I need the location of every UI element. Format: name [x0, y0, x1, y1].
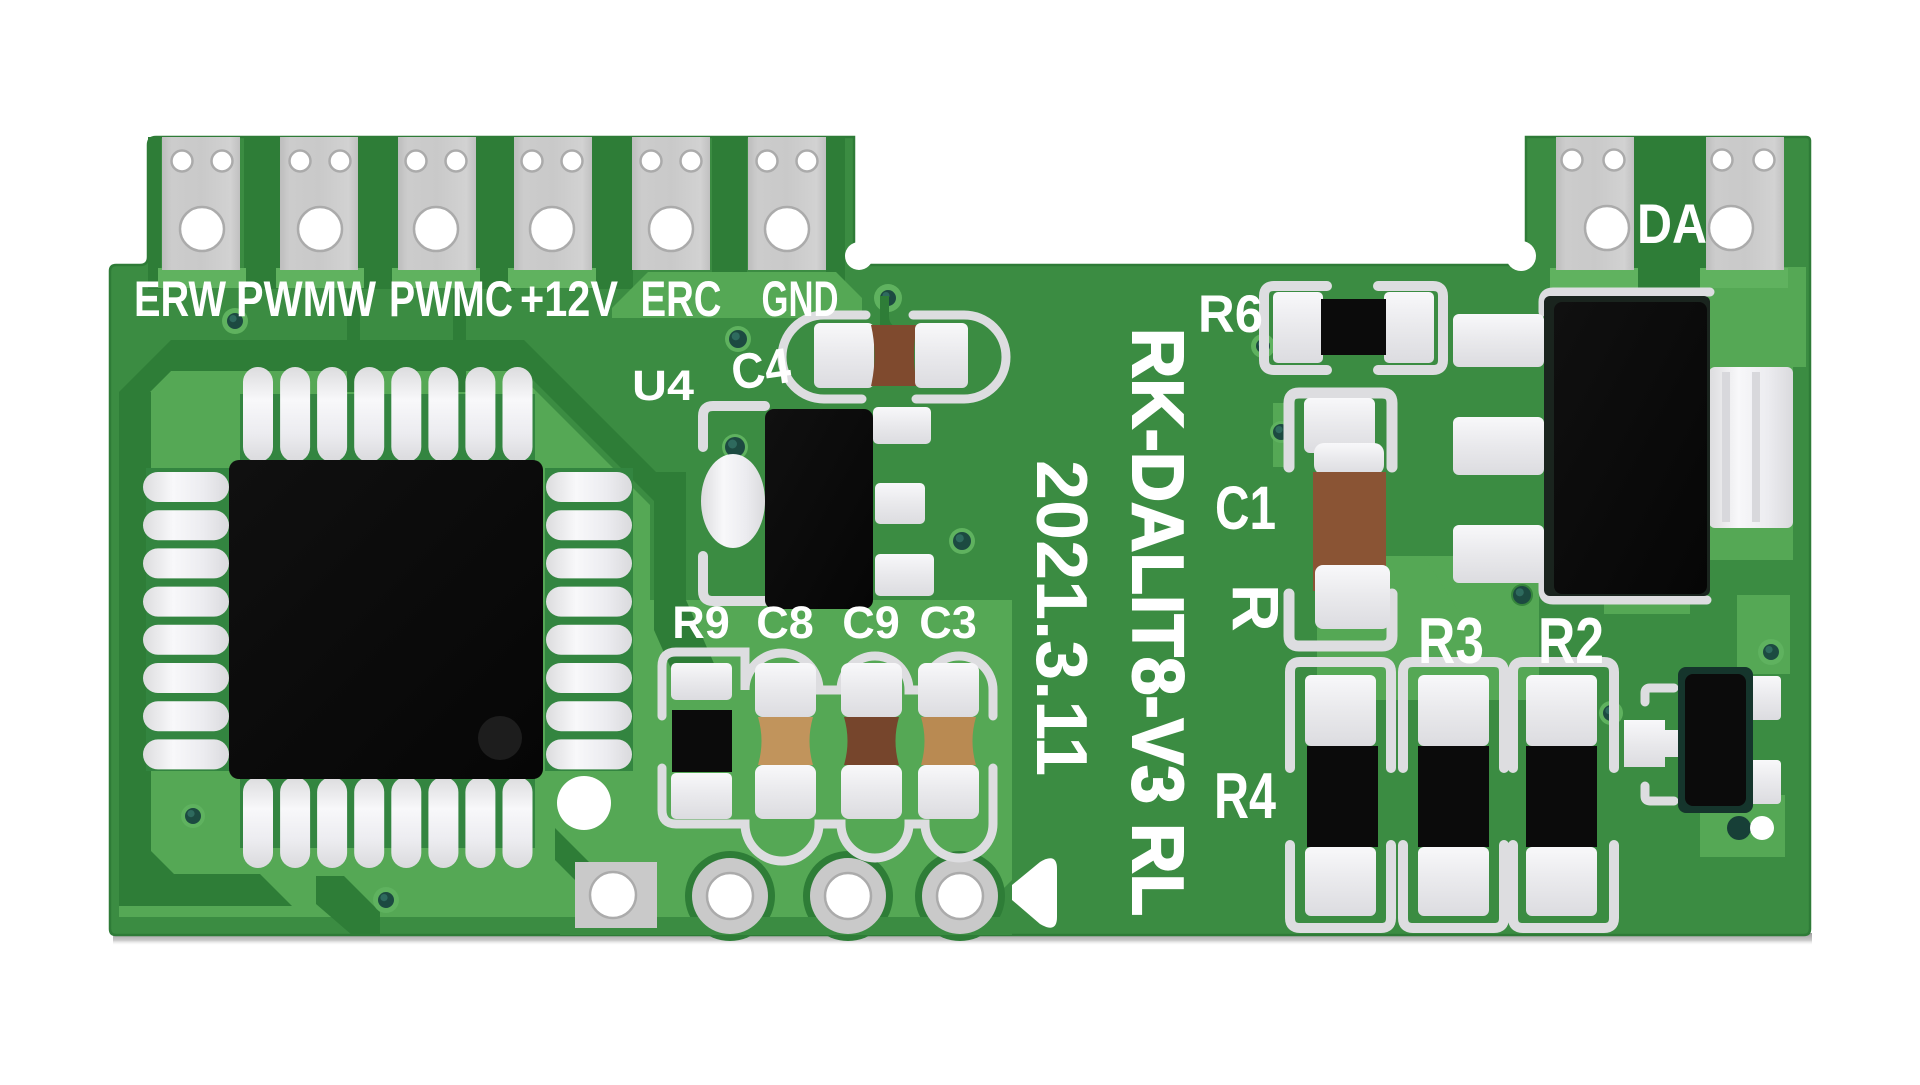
svg-text:R9: R9 — [672, 597, 730, 648]
svg-text:R: R — [1219, 584, 1293, 632]
svg-text:R3: R3 — [1418, 604, 1484, 677]
svg-text:U4: U4 — [632, 362, 694, 410]
svg-text:C9: C9 — [842, 597, 900, 648]
svg-text:R6: R6 — [1198, 285, 1263, 344]
svg-text:+12V: +12V — [520, 271, 619, 327]
svg-text:ERC: ERC — [641, 271, 722, 327]
svg-text:PWMC: PWMC — [389, 271, 513, 327]
svg-text:C1: C1 — [1215, 474, 1276, 542]
svg-text:C3: C3 — [919, 597, 977, 648]
svg-text:GND: GND — [762, 271, 839, 327]
svg-text:C8: C8 — [756, 597, 814, 648]
svg-text:R4: R4 — [1214, 759, 1276, 832]
svg-text:R2: R2 — [1538, 604, 1604, 677]
svg-text:PWMW: PWMW — [236, 271, 377, 327]
svg-text:DA: DA — [1637, 192, 1707, 255]
svg-text:ERW: ERW — [134, 271, 227, 327]
svg-text:C4: C4 — [728, 337, 794, 401]
svg-text:RK-DALIT8-V3 RL: RK-DALIT8-V3 RL — [1117, 328, 1197, 916]
svg-text:2021.3.11: 2021.3.11 — [1021, 460, 1101, 776]
